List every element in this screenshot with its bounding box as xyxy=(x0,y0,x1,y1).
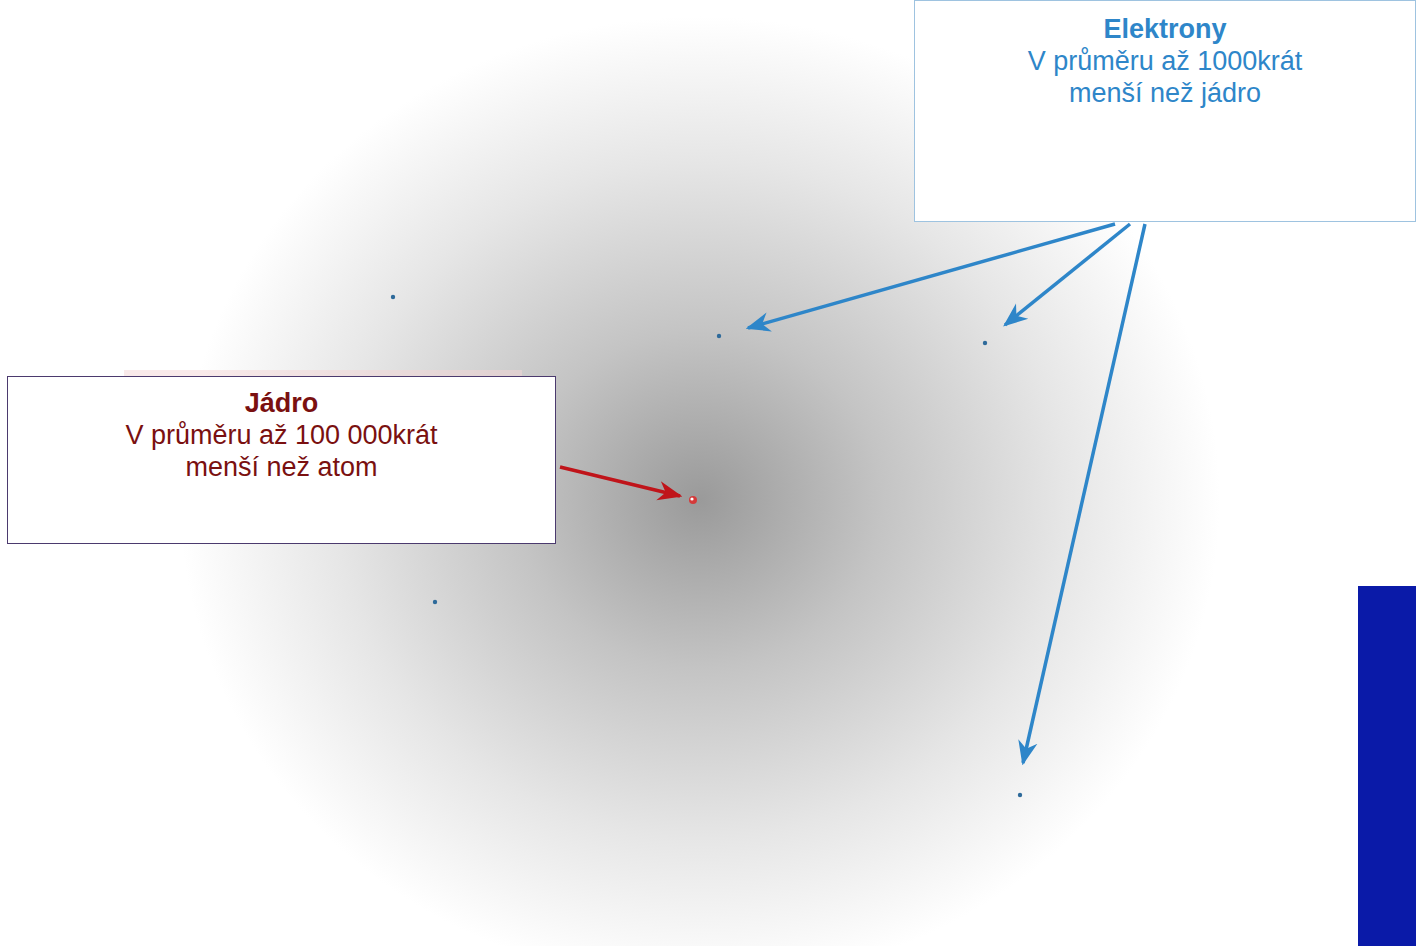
electrons-callout: ElektronyV průměru až 1000krát menší než… xyxy=(914,0,1416,222)
callout-text: V průměru až 1000krát menší než jádro xyxy=(1000,45,1330,109)
callout-heading: Elektrony xyxy=(923,13,1407,45)
leader-lines xyxy=(560,224,1145,763)
nucleus xyxy=(689,496,697,504)
callout-text: V průměru až 100 000krát menší než atom xyxy=(92,419,472,483)
nucleus-callout: JádroV průměru až 100 000krát menší než … xyxy=(7,376,556,544)
blue-bar xyxy=(1358,586,1416,946)
electrons xyxy=(391,295,1022,797)
callout-heading: Jádro xyxy=(16,387,547,419)
